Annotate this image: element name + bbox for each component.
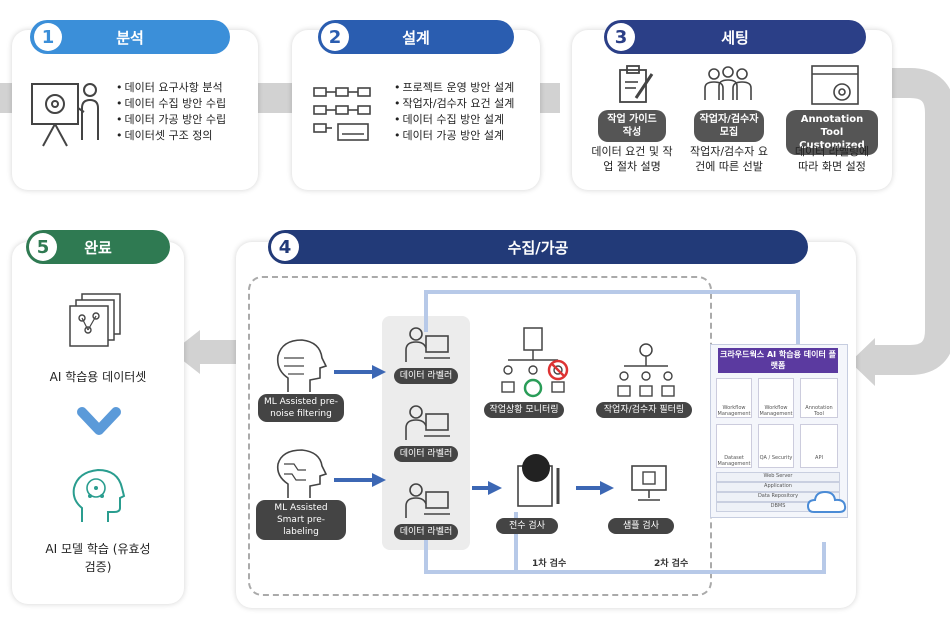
platform-cell: Workflow Management <box>716 378 752 418</box>
list-item: 데이터 요구사항 분석 <box>116 80 226 96</box>
list-item: 데이터 가공 방안 설계 <box>394 128 514 144</box>
step3-number: 3 <box>607 23 635 51</box>
step5-dataset-label: AI 학습용 데이터셋 <box>49 370 147 384</box>
step3-desc-tool: 데이터 라벨링에 따라 화면 설정 <box>794 145 870 173</box>
list-item: 프로젝트 운영 방안 설계 <box>394 80 515 96</box>
platform-title: 크라우드웍스 AI 학습용 데이터 플랫폼 <box>718 348 838 373</box>
step2-title: 설계 <box>402 28 430 47</box>
list-item: 데이터 수집 방안 설계 <box>394 112 514 128</box>
labeler-column <box>382 316 470 550</box>
step4-second-check: 2차 검수 <box>654 559 689 569</box>
worker-at-computer-icon <box>405 405 450 440</box>
list-item: 데이터 수집 방안 수립 <box>116 96 227 112</box>
platform-cell: Dataset Management <box>716 424 752 468</box>
labeler-label: 데이터 라벨러 <box>394 446 458 462</box>
step4-flow <box>334 290 826 574</box>
step4-ml-prelabeling: ML Assisted Smart pre-labeling <box>256 500 346 540</box>
step1-list: 데이터 요구사항 분석 데이터 수집 방안 수립 데이터 가공 방안 수립 데이… <box>116 80 227 144</box>
labeler-label: 데이터 라벨러 <box>394 524 458 540</box>
ai-head-icon <box>276 339 328 392</box>
step3-header: 세팅 <box>604 20 866 54</box>
step4-title: 수집/가공 <box>507 238 569 257</box>
step3-title: 세팅 <box>721 28 749 47</box>
list-item: 데이터 가공 방안 수립 <box>116 112 227 128</box>
settings-window-icon <box>811 65 859 105</box>
step4-ml-filtering: ML Assisted pre-noise filtering <box>258 394 344 422</box>
team-icon <box>704 66 752 100</box>
step1-header: 분석 <box>30 20 230 54</box>
platform-cell: Annotation Tool <box>800 378 838 418</box>
platform-cell: QA / Security <box>758 424 794 468</box>
ai-head-circuit-icon <box>276 449 328 498</box>
step3-desc-guide: 데이터 요건 및 작업 절차 설명 <box>591 145 673 173</box>
step5-title: 완료 <box>84 238 112 257</box>
worker-at-computer-icon <box>405 327 450 362</box>
step4-header: 수집/가공 <box>268 230 808 264</box>
step4-filtering-label: 작업자/검수자 필터링 <box>596 402 692 418</box>
cloud-icon <box>806 490 847 513</box>
step4-number: 4 <box>271 233 299 261</box>
step3-label-recruit: 작업자/검수자 모집 <box>694 110 764 142</box>
step4-sample-check-label: 샘플 검사 <box>608 518 674 534</box>
ai-head-icon <box>72 468 126 522</box>
step5-number: 5 <box>29 233 57 261</box>
list-item: 작업자/검수자 요건 설계 <box>394 96 515 112</box>
platform-cell: Workflow Management <box>758 378 794 418</box>
step2-list: 프로젝트 운영 방안 설계 작업자/검수자 요건 설계 데이터 수집 방안 설계… <box>394 80 515 144</box>
step4-monitoring-label: 작업상황 모니터링 <box>484 402 564 418</box>
step3-label-guide: 작업 가이드 작성 <box>598 110 666 142</box>
step1-title: 분석 <box>116 28 144 47</box>
chevron-down-icon <box>77 407 121 435</box>
worker-at-computer-icon <box>405 483 450 518</box>
step3-label-tool: Annotation Tool Customized <box>786 110 878 155</box>
platform-cell: API <box>800 424 838 468</box>
clipboard-pencil-icon <box>619 65 654 103</box>
platform-row: Application <box>716 482 840 492</box>
platform-row: Data Repository <box>716 492 840 502</box>
dataset-stack-icon <box>69 293 121 347</box>
step4-first-check: 1차 검수 <box>532 559 567 569</box>
step5-model-label: AI 모델 학습 (유효성 검증) <box>45 542 151 574</box>
labeler-label: 데이터 라벨러 <box>394 368 458 384</box>
step1-number: 1 <box>34 23 62 51</box>
platform-row: Web Server <box>716 472 840 482</box>
step3-desc-recruit: 작업자/검수자 요건에 따른 선발 <box>689 145 769 173</box>
presentation-icon <box>31 83 99 147</box>
list-item: 데이터셋 구조 정의 <box>116 128 226 144</box>
step2-number: 2 <box>321 23 349 51</box>
step2-header: 설계 <box>318 20 514 54</box>
flowchart-icon <box>313 87 371 141</box>
step4-full-check-label: 전수 검사 <box>496 518 558 534</box>
